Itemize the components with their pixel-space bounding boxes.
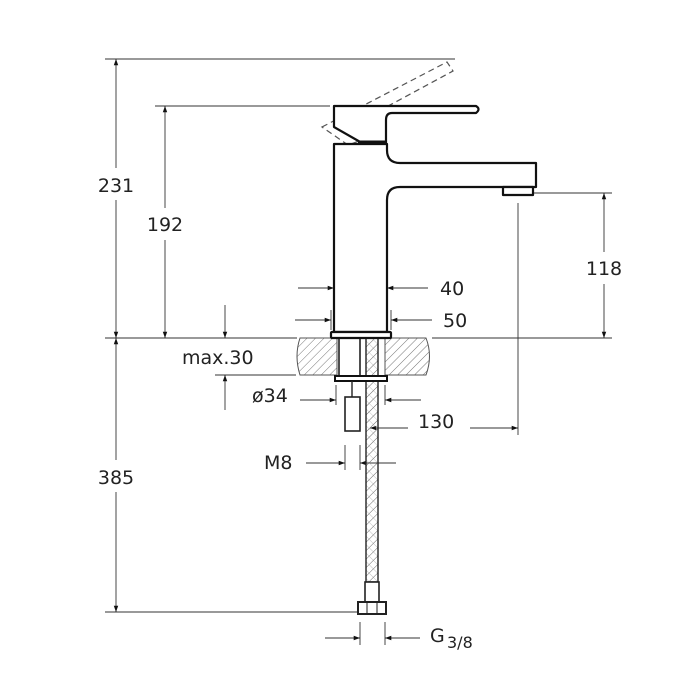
dimension-40: 40 xyxy=(298,278,464,300)
dim-label-m8: M8 xyxy=(264,452,292,474)
dim-label-fraction: 3/8 xyxy=(447,633,473,652)
countertop-section xyxy=(296,337,430,376)
dim-label-130: 130 xyxy=(418,411,454,433)
dim-label-40: 40 xyxy=(440,278,464,300)
dimension-231: 231 xyxy=(98,59,134,338)
dimension-118: 118 xyxy=(586,192,622,338)
mounting-stud xyxy=(334,338,388,432)
extension-lines xyxy=(105,58,612,645)
dimension-34: ø34 xyxy=(252,385,421,407)
dim-label-231: 231 xyxy=(98,175,134,197)
dimension-130: 130 xyxy=(370,411,518,433)
dim-label-192: 192 xyxy=(147,214,183,236)
dim-label-118: 118 xyxy=(586,258,622,280)
dim-label-g: G xyxy=(430,625,445,647)
dim-label-50: 50 xyxy=(443,310,467,332)
dim-label-max30: max.30 xyxy=(182,347,254,369)
faucet-body xyxy=(329,104,538,340)
flexible-hose xyxy=(357,337,387,615)
dimension-192: 192 xyxy=(147,106,183,338)
dimension-385: 385 xyxy=(98,338,134,612)
lever-handle xyxy=(332,104,480,145)
dim-label-385: 385 xyxy=(98,467,134,489)
dimension-50: 50 xyxy=(295,310,467,332)
dimension-g38: G 3/8 xyxy=(325,625,473,652)
dim-label-34: ø34 xyxy=(252,385,288,407)
dimension-max30: max.30 xyxy=(182,305,254,410)
